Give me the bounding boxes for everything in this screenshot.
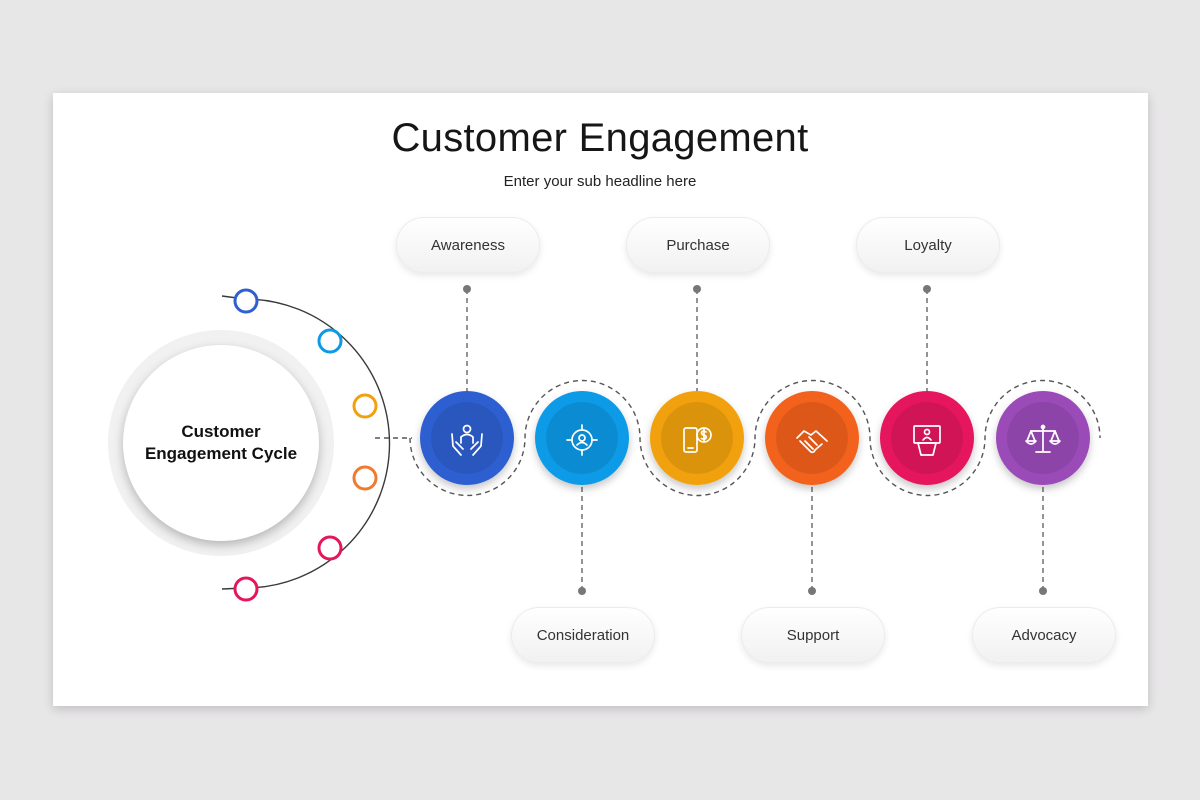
- cycle-stage-dot: [233, 288, 259, 314]
- stage-leader-dot: [808, 587, 816, 595]
- cycle-hub: Customer Engagement Cycle: [108, 330, 334, 556]
- cycle-stage-dot: [352, 393, 378, 419]
- stage-label-awareness: Awareness: [396, 217, 540, 273]
- hub-label: Customer Engagement Cycle: [144, 422, 298, 463]
- presentation-podium-icon: [913, 425, 941, 456]
- stage-leader-dot: [463, 285, 471, 293]
- cycle-arc: [221, 295, 391, 590]
- stage-leader-dot: [923, 285, 931, 293]
- cycle-stage-dot: [352, 465, 378, 491]
- page-subtitle: Enter your sub headline here: [503, 173, 697, 190]
- cycle-hub-inner: Customer Engagement Cycle: [123, 345, 319, 541]
- stage-leader-dot: [693, 285, 701, 293]
- stage-circle-awareness: [420, 391, 514, 485]
- target-user-icon: [566, 424, 598, 456]
- mobile-payment-icon: [683, 427, 712, 453]
- handshake-icon: [796, 430, 828, 454]
- wave-connector: [409, 379, 1101, 497]
- stage-leader-dot: [578, 587, 586, 595]
- stage-label-support: Support: [741, 607, 885, 663]
- cycle-stage-dot: [233, 576, 259, 602]
- stage-leader-dot: [1039, 587, 1047, 595]
- stage-label-consideration: Consideration: [511, 607, 655, 663]
- hands-holding-person-icon: [451, 424, 483, 456]
- page-title: Customer Engagement: [391, 116, 809, 160]
- stage-label-advocacy: Advocacy: [972, 607, 1116, 663]
- balance-scale-icon: [1025, 424, 1061, 453]
- cycle-stage-dot: [317, 535, 343, 561]
- stage-circle-consideration: [535, 391, 629, 485]
- stage-label-purchase: Purchase: [626, 217, 770, 273]
- cycle-stage-dot: [317, 328, 343, 354]
- stage-label-loyalty: Loyalty: [856, 217, 1000, 273]
- stage-circle-support: [765, 391, 859, 485]
